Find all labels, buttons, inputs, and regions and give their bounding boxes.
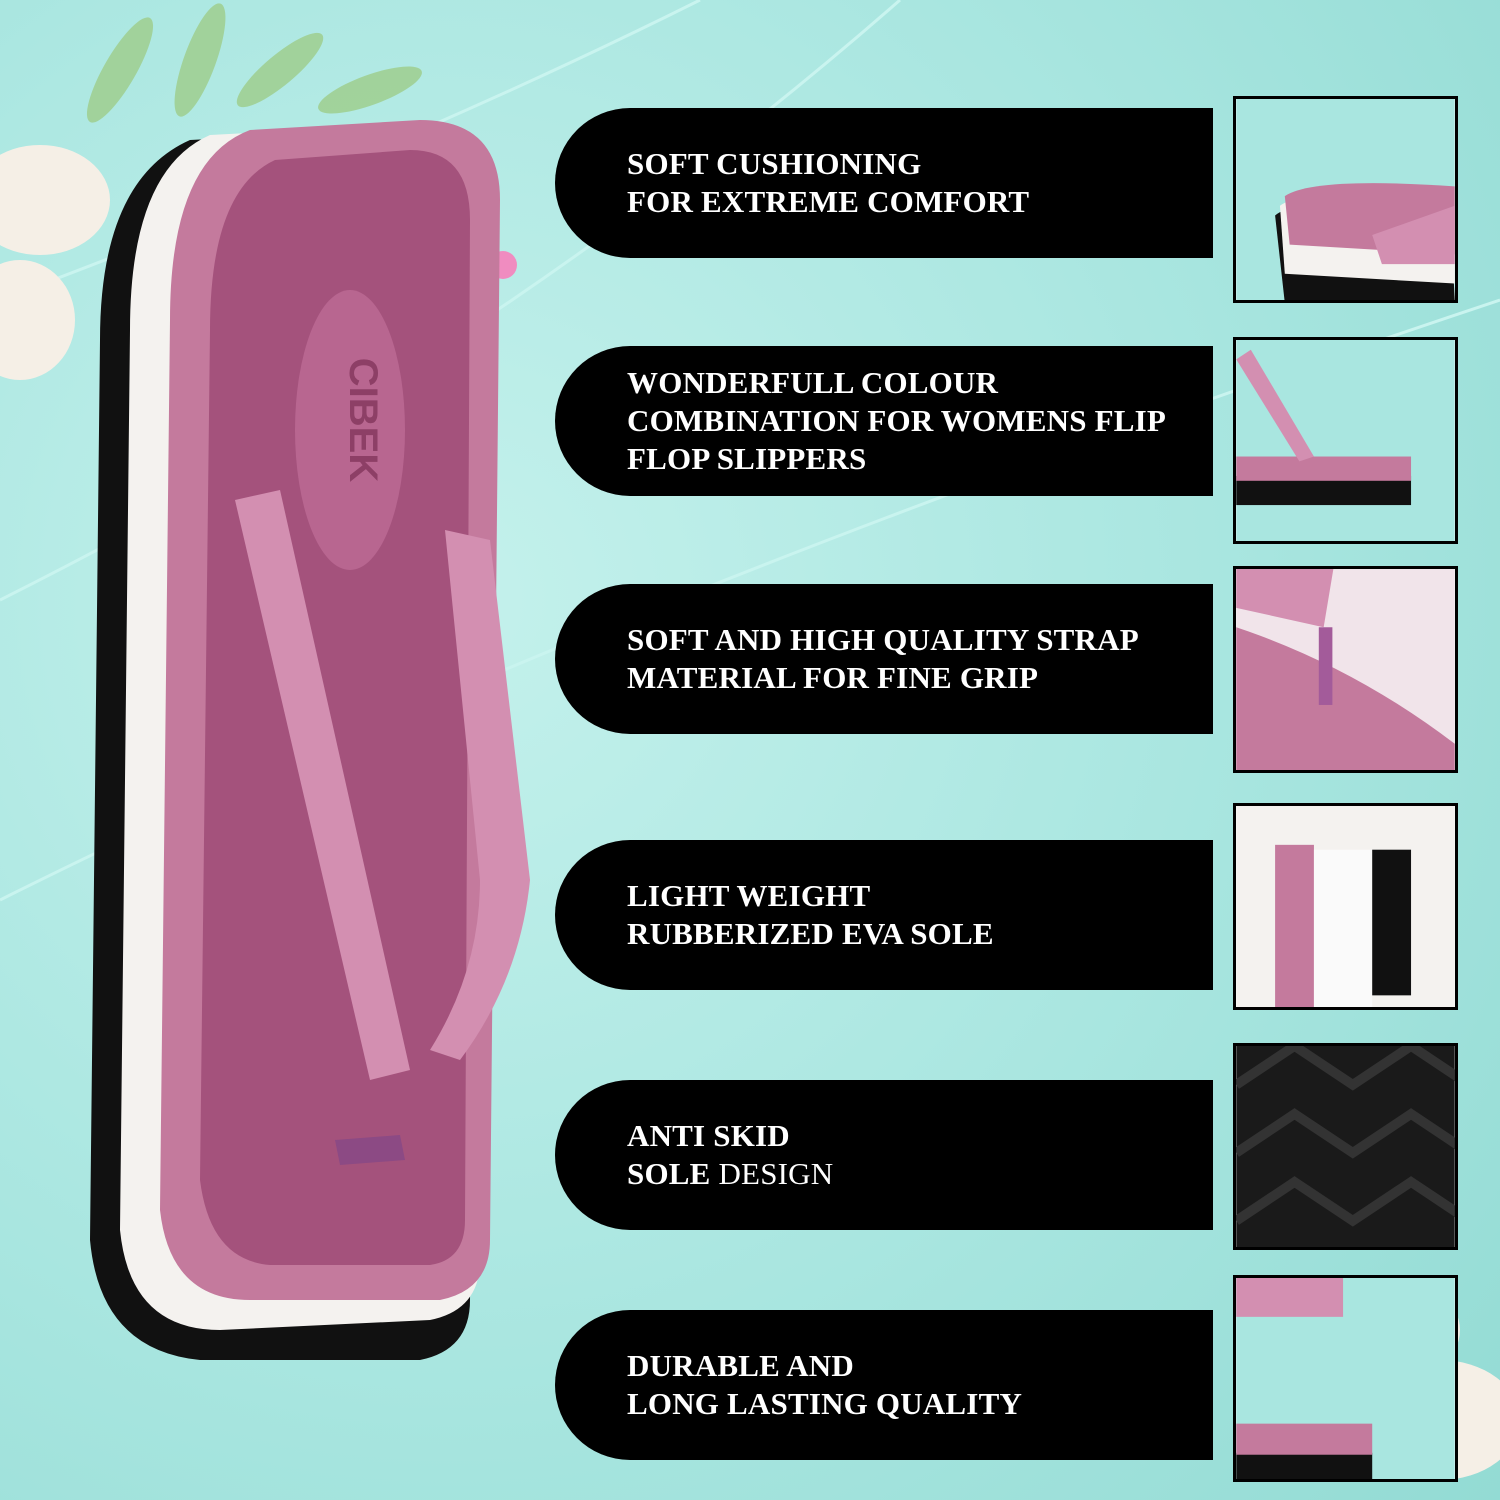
feature-text: LONG LASTING QUALITY (627, 1386, 1023, 1421)
feature-text: FLOP SLIPPERS (627, 441, 867, 476)
feature-text: ANTI SKID (627, 1118, 790, 1153)
logo-oval (295, 290, 405, 570)
thumbnail-eva-sole (1233, 803, 1458, 1010)
brand-logo: CIBEK (341, 358, 385, 483)
feature-pill-cushioning: SOFT CUSHIONING FOR EXTREME COMFORT (555, 108, 1213, 258)
feature-text: WONDERFULL COLOUR (627, 365, 999, 400)
thumbnail-durable (1233, 1275, 1458, 1482)
feature-pill-durable: DURABLE AND LONG LASTING QUALITY (555, 1310, 1213, 1460)
thumbnail-colour (1233, 337, 1458, 544)
toe-post (335, 1135, 405, 1165)
feature-pill-colour: WONDERFULL COLOUR COMBINATION FOR WOMENS… (555, 346, 1213, 496)
feature-text: FOR EXTREME COMFORT (627, 184, 1030, 219)
feature-text-regular: DESIGN (710, 1156, 834, 1191)
feature-text: MATERIAL FOR FINE GRIP (627, 660, 1039, 695)
thumbnail-strap (1233, 566, 1458, 773)
sandal-image: CIBEK (90, 120, 530, 1360)
feature-text: DURABLE AND (627, 1348, 854, 1383)
thumbnail-cushioning (1233, 96, 1458, 303)
strap-right (430, 530, 530, 1060)
feature-text-bold: SOLE (627, 1156, 711, 1191)
feature-pill-antiskid: ANTI SKID SOLE DESIGN (555, 1080, 1213, 1230)
leaves-icon (86, 3, 422, 123)
feature-pill-strap: SOFT AND HIGH QUALITY STRAP MATERIAL FOR… (555, 584, 1213, 734)
strap-left (235, 490, 410, 1080)
feature-text: COMBINATION FOR WOMENS FLIP (627, 403, 1167, 438)
feature-text: SOFT AND HIGH QUALITY STRAP (627, 622, 1139, 657)
feature-text: RUBBERIZED EVA SOLE (627, 916, 994, 951)
feature-text: SOFT CUSHIONING (627, 146, 922, 181)
feature-text: SOLE DESIGN (627, 1155, 1213, 1193)
feature-text: LIGHT WEIGHT (627, 878, 871, 913)
feature-pill-sole: LIGHT WEIGHT RUBBERIZED EVA SOLE (555, 840, 1213, 990)
thumbnail-antiskid (1233, 1043, 1458, 1250)
